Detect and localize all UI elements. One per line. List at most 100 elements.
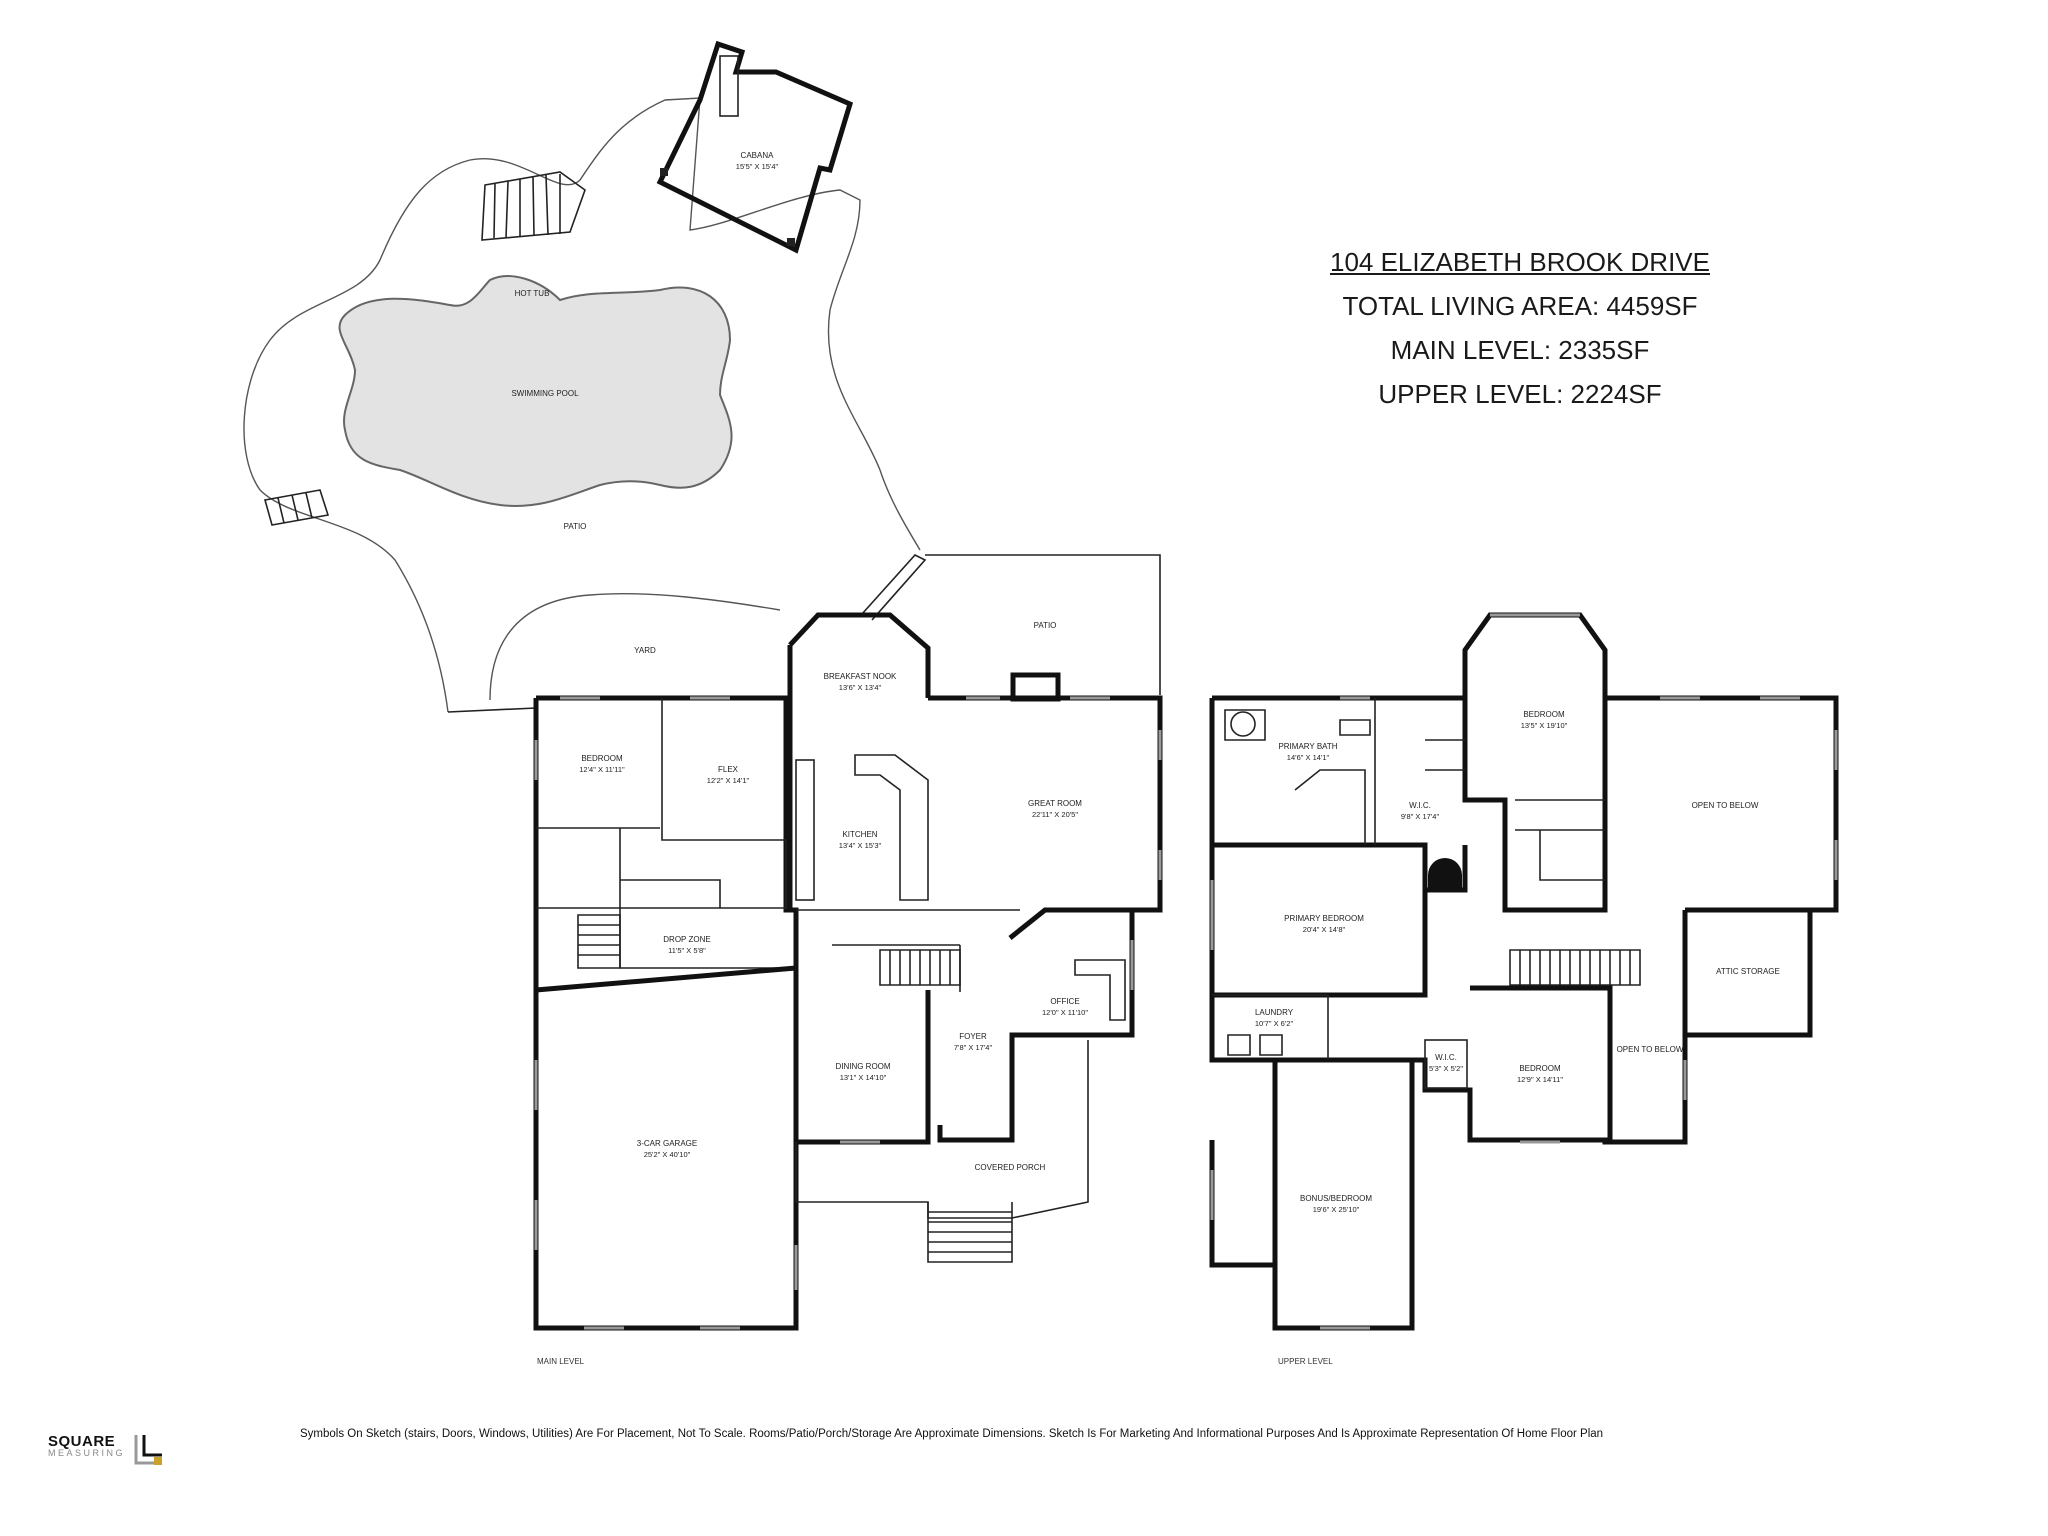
yard-label: YARD [634,646,656,655]
property-address: 104 ELIZABETH BROOK DRIVE [1329,247,1710,277]
bedroom-b-label: BEDROOM [1519,1064,1561,1073]
yard-edge [489,593,781,701]
bedroom-a-dim: 13'5" X 19'10" [1521,721,1568,730]
yard-gate [447,707,537,713]
breakfast-nook-walls [787,612,931,910]
open-below-a-label: OPEN TO BELOW [1692,801,1759,810]
office-dim: 12'0" X 11'10" [1042,1008,1088,1017]
pool-stairs [263,489,330,526]
covered-porch-label: COVERED PORCH [975,1163,1046,1172]
office-label: OFFICE [1050,997,1079,1006]
office-walls [937,907,1135,1143]
main-level-plan [533,612,1163,1331]
interior-partitions [536,698,1020,992]
primary-bedroom-dim: 20'4" X 14'8" [1303,925,1346,934]
porch-stairs [927,1202,1013,1263]
cabana-walls [656,40,854,254]
open-below-b-label: OPEN TO BELOW [1617,1045,1684,1054]
main-level-label: MAIN LEVEL [537,1357,585,1366]
upper-level-west-walls [1209,698,1425,1331]
cabana-stairs [481,171,586,241]
bedroom-dim: 12'4" X 11'11" [579,765,625,774]
primary-bedroom-label: PRIMARY BEDROOM [1284,914,1364,923]
primary-bath-fixtures [1224,709,1371,845]
main-level-west-wall [533,698,799,1331]
total-living-area: TOTAL LIVING AREA: 4459SF [1342,291,1698,321]
flex-label: FLEX [718,765,739,774]
cabana-dim: 15'5" X 15'4" [736,162,779,171]
drop-zone-label: DROP ZONE [663,935,710,944]
garage-walls [535,965,797,993]
logo-wordmark-top: SQUARE [48,1433,116,1450]
deck-path [861,554,927,621]
main-level-area: MAIN LEVEL: 2335SF [1390,335,1650,365]
bonus-room-walls [1209,1140,1275,1268]
breakfast-nook-dim: 13'6" X 13'4" [839,683,882,692]
wic-small-label: W.I.C. [1435,1053,1457,1062]
great-room-label: GREAT ROOM [1028,799,1082,808]
kitchen-counters [854,754,929,901]
wic-small-dim: 5'3" X 5'2" [1429,1064,1463,1073]
bedroom-label: BEDROOM [581,754,623,763]
logo-wordmark-bottom: MEASURING [48,1448,126,1458]
breakfast-nook-label: BREAKFAST NOOK [824,672,897,681]
kitchen-label: KITCHEN [842,830,877,839]
flex-dim: 12'2" X 14'1" [707,776,750,785]
fireplace [1010,672,1061,702]
foyer-dim: 7'8" X 17'4" [954,1043,993,1052]
bonus-dim: 19'6" X 25'10" [1313,1205,1360,1214]
rear-patio-outline [925,554,1161,695]
drop-zone-dim: 11'5" X 5'8" [668,946,706,955]
laundry-label: LAUNDRY [1255,1008,1294,1017]
main-level-windows [534,696,1162,1330]
main-level-walls [536,695,799,963]
attic-storage-label: ATTIC STORAGE [1716,967,1780,976]
cabana-label: CABANA [741,151,775,160]
upper-level-area: UPPER LEVEL: 2224SF [1378,379,1662,409]
garage-dim: 25'2" X 40'10" [644,1150,691,1159]
square-measuring-logo: SQUARE MEASURING [48,1433,168,1473]
disclaimer-text: Symbols On Sketch (stairs, Doors, Window… [300,1428,1604,1440]
rear-patio-label: PATIO [1034,621,1057,630]
swimming-pool [338,275,733,507]
wic-label: W.I.C. [1409,801,1431,810]
office-desk [1074,959,1126,1021]
wic-small-outline [1424,1039,1468,1089]
upper-stairs [1509,949,1641,986]
primary-bath-tub [1230,711,1256,737]
dining-room-dim: 13'1" X 14'10" [840,1073,887,1082]
outdoor-area [243,40,1161,713]
logo-mark-icon [134,1435,162,1465]
bedroom-a-bath [1515,799,1605,881]
bedroom-b-dim: 12'9" X 14'11" [1517,1075,1563,1084]
foyer-label: FOYER [959,1032,987,1041]
laundry-room [1212,994,1329,1060]
pool-label: SWIMMING POOL [511,389,579,398]
cabana-post [787,238,795,246]
dining-room-label: DINING ROOM [835,1062,890,1071]
backyard-boundary [243,97,921,713]
kitchen-counter-west [795,759,815,901]
attic-walls [1682,907,1810,1035]
bedroom-b-walls [1470,985,1613,1142]
room-labels: CABANA 15'5" X 15'4" HOT TUB SWIMMING PO… [511,151,1779,1366]
cabana-shower [719,55,739,117]
primary-bath-dim: 14'6" X 14'1" [1287,753,1330,762]
laundry-dim: 10'7" X 6'2" [1255,1019,1294,1028]
primary-bath-label: PRIMARY BATH [1278,742,1337,751]
upper-level-walls [1212,612,1839,1145]
title-block: 104 ELIZABETH BROOK DRIVE TOTAL LIVING A… [1290,240,1750,416]
foyer-stairs [879,949,961,986]
bonus-label: BONUS/BEDROOM [1300,1194,1372,1203]
kitchen-dim: 13'4" X 15'3" [839,841,882,850]
hot-tub-label: HOT TUB [515,289,550,298]
arch-fill [1428,858,1462,890]
pool-patio-label: PATIO [564,522,587,531]
great-room-dim: 22'11" X 20'5" [1032,810,1078,819]
garage-label: 3-CAR GARAGE [637,1139,697,1148]
wic-dim: 9'8" X 17'4" [1401,812,1440,821]
wic-partitions [1374,698,1465,845]
bedroom-a-walls [1462,698,1608,913]
cabana-post [660,168,668,176]
